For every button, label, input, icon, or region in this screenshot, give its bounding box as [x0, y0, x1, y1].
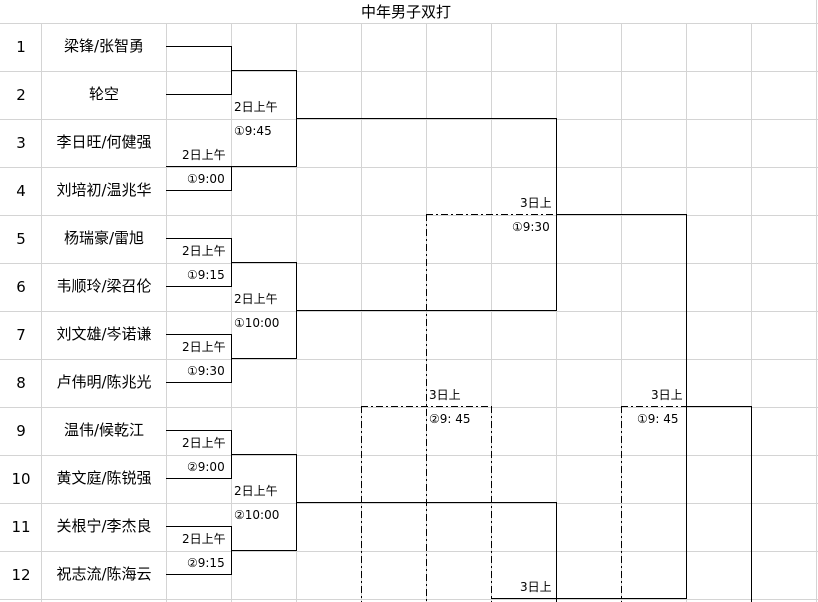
row-number: 11	[11, 518, 31, 536]
player-name: 卢伟明/陈兆光	[56, 373, 152, 391]
match-time-label: ②9:15	[187, 556, 225, 570]
row-number: 9	[16, 422, 26, 440]
match-time-label: ①9:15	[187, 268, 225, 282]
match-day-label: 2日上午	[234, 484, 278, 498]
match-day-label: 2日上午	[234, 100, 278, 114]
player-name: 刘培初/温兆华	[56, 181, 152, 199]
row-number: 2	[16, 86, 26, 104]
player-name: 轮空	[88, 85, 119, 103]
match-time-label: ②9:00	[187, 460, 225, 474]
player-name: 刘文雄/岑诺谦	[56, 325, 152, 343]
row-number: 4	[16, 182, 26, 200]
row-number: 12	[11, 566, 31, 584]
match-time-label: ①9:30	[187, 364, 225, 378]
player-name: 梁锋/张智勇	[63, 37, 145, 55]
match-time-label: ②9: 45	[429, 412, 471, 426]
match-day-label: 3日上	[520, 196, 552, 210]
match-day-label: 2日上午	[182, 340, 226, 354]
match-day-label: 3日上	[651, 388, 683, 402]
bracket-title: 中年男子双打	[361, 3, 452, 21]
match-time-label: ①10:00	[234, 316, 280, 330]
dashed-bracket-lines	[361, 214, 687, 602]
match-day-label: 2日上午	[234, 292, 278, 306]
row-number: 8	[16, 374, 26, 392]
match-day-label: 2日上午	[182, 244, 226, 258]
match-time-label: ①9:45	[234, 124, 272, 138]
row-number: 7	[16, 326, 26, 344]
match-time-label: ①9:30	[512, 220, 550, 234]
row-number: 5	[16, 230, 26, 248]
row-number: 10	[11, 470, 31, 488]
row-number: 1	[16, 38, 26, 56]
match-time-label: ①9: 45	[637, 412, 679, 426]
player-name: 黄文庭/陈锐强	[56, 469, 152, 487]
player-name: 杨瑞豪/雷旭	[63, 229, 145, 247]
match-time-label: ②10:00	[234, 508, 280, 522]
player-name: 祝志流/陈海云	[56, 565, 152, 583]
player-name: 李日旺/何健强	[56, 133, 152, 151]
player-name: 韦顺玲/梁召伦	[56, 277, 152, 295]
match-day-label: 3日上	[520, 580, 552, 594]
player-name: 关根宁/李杰良	[56, 517, 152, 535]
match-day-label: 3日上	[429, 388, 461, 402]
match-day-label: 2日上午	[182, 436, 226, 450]
row-number: 6	[16, 278, 26, 296]
player-name: 温伟/候乾江	[63, 421, 145, 439]
match-day-label: 2日上午	[182, 148, 226, 162]
match-time-label: ①9:00	[187, 172, 225, 186]
row-number: 3	[16, 134, 26, 152]
match-day-label: 2日上午	[182, 532, 226, 546]
